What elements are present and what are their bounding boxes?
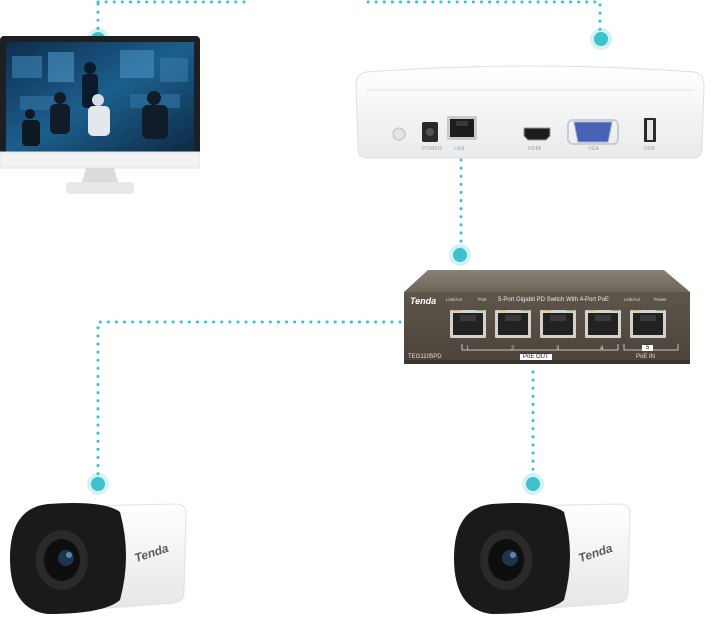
right-camera-node: [526, 477, 540, 491]
switch-port-number-1: 1: [466, 346, 470, 352]
right-camera: Tenda: [452, 500, 632, 617]
switch-port-number-5: 5: [642, 345, 654, 351]
nvr-label-power: POWER: [422, 146, 442, 152]
switch-led-label-poe: PoE: [478, 297, 487, 302]
nvr-label-lan: LAN: [454, 146, 465, 152]
nvr-label-hdmi: HDMI: [528, 146, 542, 152]
switch-model: TEG1105PD: [408, 354, 442, 360]
switch-led-label-link2: Link/Act: [624, 297, 641, 302]
switch-port-number-4: 4: [600, 346, 604, 352]
nvr-top-line: [366, 0, 602, 36]
monitor: [0, 36, 201, 196]
poe-switch: Tenda 5-Port Gigabit PD Switch With 4-Po…: [402, 268, 692, 368]
switch-brand: Tenda: [410, 296, 437, 306]
switch-led-label-link1: Link/Act: [446, 297, 463, 302]
switch-ports: [450, 308, 680, 340]
nvr-label-usb: USB: [644, 146, 655, 152]
switch-top-node: [453, 248, 467, 262]
switch-poe-out-label: PoE OUT: [520, 354, 552, 360]
nvr-label-vga: VGA: [588, 146, 600, 152]
switch-left-camera-line: [96, 320, 402, 480]
left-camera-node: [91, 477, 105, 491]
nvr-node: [594, 32, 608, 46]
switch-port-number-3: 3: [556, 346, 560, 352]
switch-poe-in-label: PoE IN: [636, 354, 656, 360]
switch-title: 5-Port Gigabit PD Switch With 4-Port PoE: [498, 297, 610, 303]
left-camera: Tenda: [8, 500, 188, 617]
nvr-device: POWER LAN HDMI VGA USB: [352, 64, 708, 160]
switch-port-number-2: 2: [511, 346, 515, 352]
switch-led-label-power: Power: [654, 297, 667, 302]
